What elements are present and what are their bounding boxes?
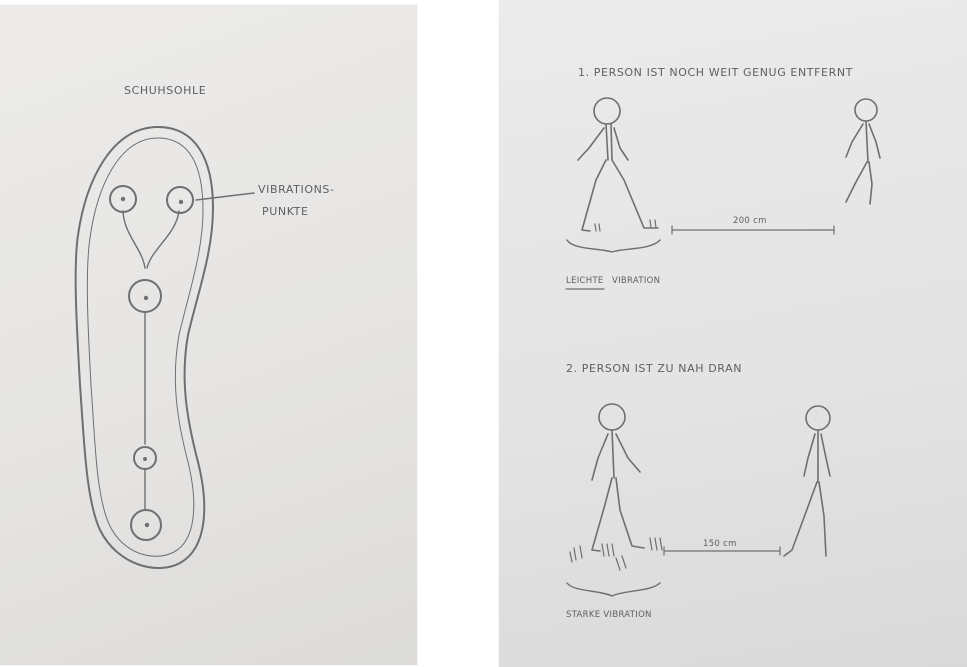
left-sketch-sheet bbox=[0, 5, 417, 665]
scene1-brace bbox=[566, 239, 661, 253]
scene1-person-walking bbox=[577, 97, 659, 232]
scene1-vibration-word: LEICHTE bbox=[566, 276, 604, 286]
vibration-points-label-1: VIBRATIONS- bbox=[258, 183, 335, 196]
label-pointer-line bbox=[195, 192, 255, 201]
vibration-points-label-2: PUNKTE bbox=[262, 205, 309, 218]
scene2-brace bbox=[566, 582, 661, 597]
scene1-person-far bbox=[845, 98, 881, 205]
vibration-point-mid bbox=[133, 446, 157, 470]
scene1-distance-value: 200 cm bbox=[733, 216, 767, 226]
scene2-vibration-label: STARKE VIBRATION bbox=[566, 610, 652, 620]
scene2-person-near bbox=[783, 405, 831, 557]
vibration-point-ball bbox=[128, 279, 162, 313]
right-sketch-sheet bbox=[499, 0, 967, 667]
scene2-strong-vibration-marks bbox=[569, 537, 663, 571]
scene1-vibration-label: VIBRATION bbox=[612, 276, 660, 286]
scene2-distance-line bbox=[663, 546, 781, 556]
scene2-person-walking bbox=[591, 403, 645, 552]
sole-title: SCHUHSOHLE bbox=[124, 84, 206, 97]
scene2-distance-value: 150 cm bbox=[703, 539, 737, 549]
scene1-distance-line bbox=[671, 225, 835, 235]
scene2-caption: 2. PERSON IST ZU NAH DRAN bbox=[566, 362, 742, 375]
vibration-point-toe-left bbox=[109, 185, 137, 213]
shoe-sole-outline bbox=[74, 126, 214, 570]
scene1-caption: 1. PERSON IST NOCH WEIT GENUG ENTFERNT bbox=[578, 66, 853, 79]
scene1-light-vibration-marks bbox=[594, 219, 657, 232]
vibration-point-toe-right bbox=[166, 186, 194, 214]
vibration-point-heel bbox=[130, 509, 162, 541]
vibration-wiring bbox=[122, 210, 180, 511]
